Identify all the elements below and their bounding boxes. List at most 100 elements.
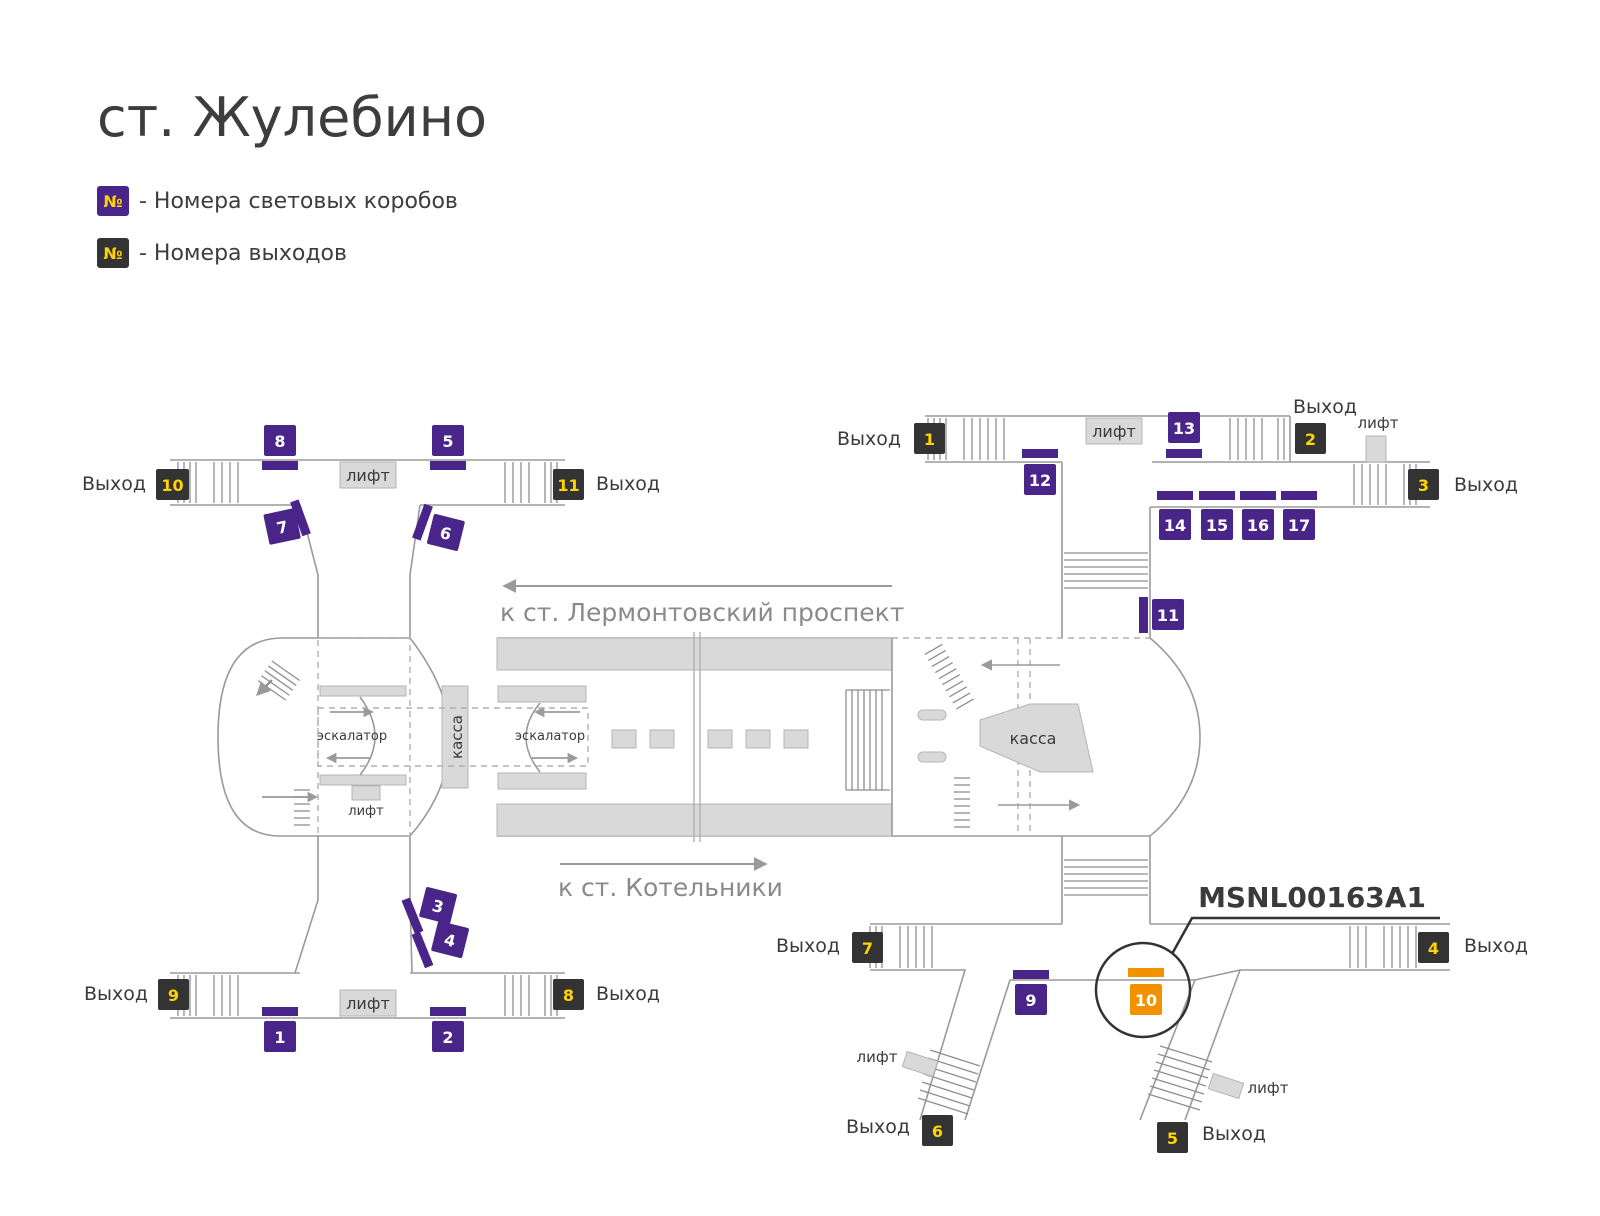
exit-8-number: 8 (563, 986, 574, 1005)
light-box-5[interactable]: 5 (432, 425, 464, 456)
exit-4-badge[interactable]: 4 (1418, 932, 1449, 963)
west-vestibule: лифт лифт эскалатор лифт касса (170, 459, 565, 1019)
kassa-west (441, 685, 469, 789)
direction-east-label: к ст. Котельники (558, 873, 783, 902)
lift-east-exit6 (901, 1050, 939, 1078)
light-box-2-number: 2 (442, 1028, 453, 1047)
light-box-3-number: 3 (430, 896, 445, 917)
exit-6-word: Выход (846, 1116, 910, 1138)
lift-west-hall-label: лифт (348, 804, 384, 819)
exit-badge-sample: № (97, 238, 129, 268)
light-box-16[interactable]: 16 (1242, 509, 1274, 540)
light-box-7[interactable]: 7 (263, 508, 301, 545)
direction-west-label: к ст. Лермонтовский проспект (500, 598, 904, 627)
exit-4-number: 4 (1428, 939, 1439, 958)
lift-east-exit5 (1207, 1072, 1245, 1100)
light-box-11-number: 11 (1157, 606, 1179, 625)
light-box-6-number: 6 (438, 523, 453, 544)
exit-2-badge[interactable]: 2 (1295, 423, 1326, 454)
light-box-17[interactable]: 17 (1283, 509, 1315, 540)
exit-1-badge[interactable]: 1 (914, 423, 945, 454)
exit-3-number: 3 (1418, 476, 1429, 495)
lift-east-exit6-label: лифт (857, 1048, 898, 1066)
kassa-west-label: касса (448, 715, 466, 759)
light-box-13-number: 13 (1173, 419, 1195, 438)
exit-8-word: Выход (596, 983, 660, 1005)
exit-7-badge[interactable]: 7 (852, 932, 883, 963)
exit-3-badge[interactable]: 3 (1408, 469, 1439, 500)
stairs-west-top-right (504, 462, 558, 503)
light-box-16-number: 16 (1247, 516, 1269, 535)
exit-8-badge[interactable]: 8 (553, 979, 584, 1010)
legend-light-box-text: - Номера световых коробов (139, 188, 458, 214)
light-box-4[interactable]: 4 (431, 921, 470, 959)
light-box-10-number: 10 (1135, 991, 1157, 1010)
light-box-8-number: 8 (274, 432, 285, 451)
light-box-3[interactable]: 3 (419, 887, 458, 925)
light-box-11[interactable]: 11 (1152, 599, 1184, 630)
stairs-west-hall-top (257, 660, 301, 701)
exit-badges: 10 11 9 8 1 2 3 7 4 6 5 (156, 423, 1449, 1153)
lift-west-top-label: лифт (346, 466, 390, 485)
stairs-east-exit5 (1147, 1045, 1213, 1111)
highlight-code: MSNL00163A1 (1198, 881, 1426, 914)
platform: эскалатор к ст. Лермонтовский проспект к… (317, 579, 904, 902)
light-box-2[interactable]: 2 (432, 1021, 464, 1052)
exit-6-badge[interactable]: 6 (922, 1115, 953, 1146)
exit-9-badge[interactable]: 9 (158, 979, 189, 1010)
lift-west-bottom (339, 989, 397, 1017)
exit-11-number: 11 (557, 476, 579, 495)
exit-11-badge[interactable]: 11 (553, 469, 584, 500)
lift-east-exit5-label: лифт (1248, 1079, 1289, 1097)
light-box-10-highlighted[interactable]: 10 (1130, 984, 1162, 1015)
kassa-east (979, 703, 1094, 773)
stairs-east-bottom-right (1349, 926, 1417, 968)
light-box-15[interactable]: 15 (1201, 509, 1233, 540)
exit-10-number: 10 (161, 476, 183, 495)
exit-5-number: 5 (1167, 1129, 1178, 1148)
light-box-4-number: 4 (442, 930, 457, 951)
highlight-ring (1094, 941, 1192, 1039)
stairs-platform-east (845, 689, 890, 791)
light-box-6[interactable]: 6 (427, 513, 466, 552)
escalator-west-label: эскалатор (317, 729, 387, 744)
exit-5-word: Выход (1202, 1123, 1266, 1145)
exit-1-word: Выход (837, 428, 901, 450)
legend-exits: № - Номера выходов (97, 238, 347, 268)
lift-east-top-right (1365, 435, 1387, 463)
light-box-9[interactable]: 9 (1015, 984, 1047, 1015)
lift-west-hall (351, 785, 381, 801)
light-box-badge-sample: № (97, 186, 129, 216)
exit-2-number: 2 (1305, 430, 1316, 449)
stairs-east-hall-top (924, 643, 974, 710)
stairs-east-top-mid (1229, 418, 1285, 460)
exit-9-number: 9 (168, 986, 179, 1005)
stairs-east-hall-bottom (954, 777, 970, 828)
light-box-14[interactable]: 14 (1159, 509, 1191, 540)
exit-2-word: Выход (1293, 396, 1357, 418)
light-box-8[interactable]: 8 (264, 425, 296, 456)
light-box-17-number: 17 (1288, 516, 1310, 535)
light-box-9-number: 9 (1025, 991, 1036, 1010)
stairs-east-link-top (1064, 552, 1148, 589)
lift-west-bottom-label: лифт (346, 994, 390, 1013)
exit-1-number: 1 (924, 430, 935, 449)
exit-4-word: Выход (1464, 935, 1528, 957)
light-box-1[interactable]: 1 (264, 1021, 296, 1052)
light-box-14-number: 14 (1164, 516, 1186, 535)
exit-7-word: Выход (776, 935, 840, 957)
exit-3-word: Выход (1454, 474, 1518, 496)
light-box-7-number: 7 (275, 517, 290, 538)
legend-exit-text: - Номера выходов (139, 240, 347, 266)
exit-5-badge[interactable]: 5 (1157, 1122, 1188, 1153)
exit-10-badge[interactable]: 10 (156, 469, 189, 500)
lift-east-top-right-label: лифт (1358, 414, 1399, 432)
lift-east-top (1085, 417, 1143, 445)
light-box-1-number: 1 (274, 1028, 285, 1047)
exit-6-number: 6 (932, 1122, 943, 1141)
light-box-13[interactable]: 13 (1168, 412, 1200, 443)
light-box-12[interactable]: 12 (1024, 464, 1056, 495)
legend-light-boxes: № - Номера световых коробов (97, 186, 458, 216)
exit-9-word: Выход (84, 983, 148, 1005)
